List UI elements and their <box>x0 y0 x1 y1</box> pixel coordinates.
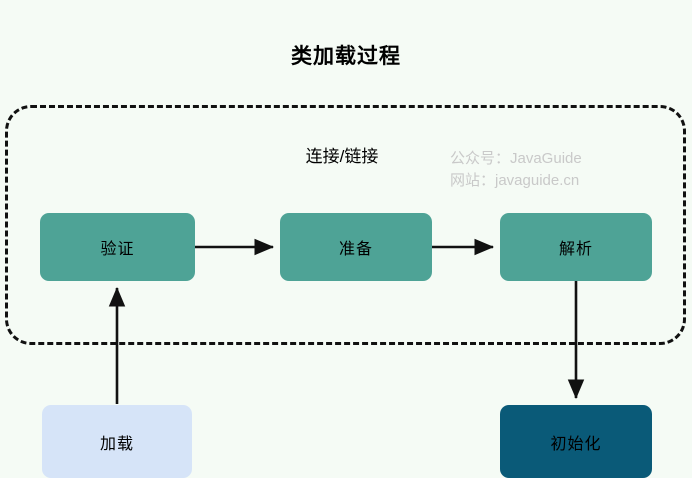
node-verify[interactable]: 验证 <box>40 213 195 281</box>
watermark-line-1: 公众号：JavaGuide <box>450 150 582 167</box>
page-title: 类加载过程 <box>291 45 401 68</box>
node-load[interactable]: 加载 <box>42 405 192 478</box>
connect-phase-group <box>5 105 686 345</box>
watermark: 公众号：JavaGuide 网站：javaguide.cn <box>450 148 582 192</box>
node-resolve[interactable]: 解析 <box>500 213 652 281</box>
watermark-line-2: 网站：javaguide.cn <box>450 172 580 189</box>
node-initialize[interactable]: 初始化 <box>500 405 652 478</box>
connect-phase-label: 连接/链接 <box>305 147 379 166</box>
node-prepare[interactable]: 准备 <box>280 213 432 281</box>
